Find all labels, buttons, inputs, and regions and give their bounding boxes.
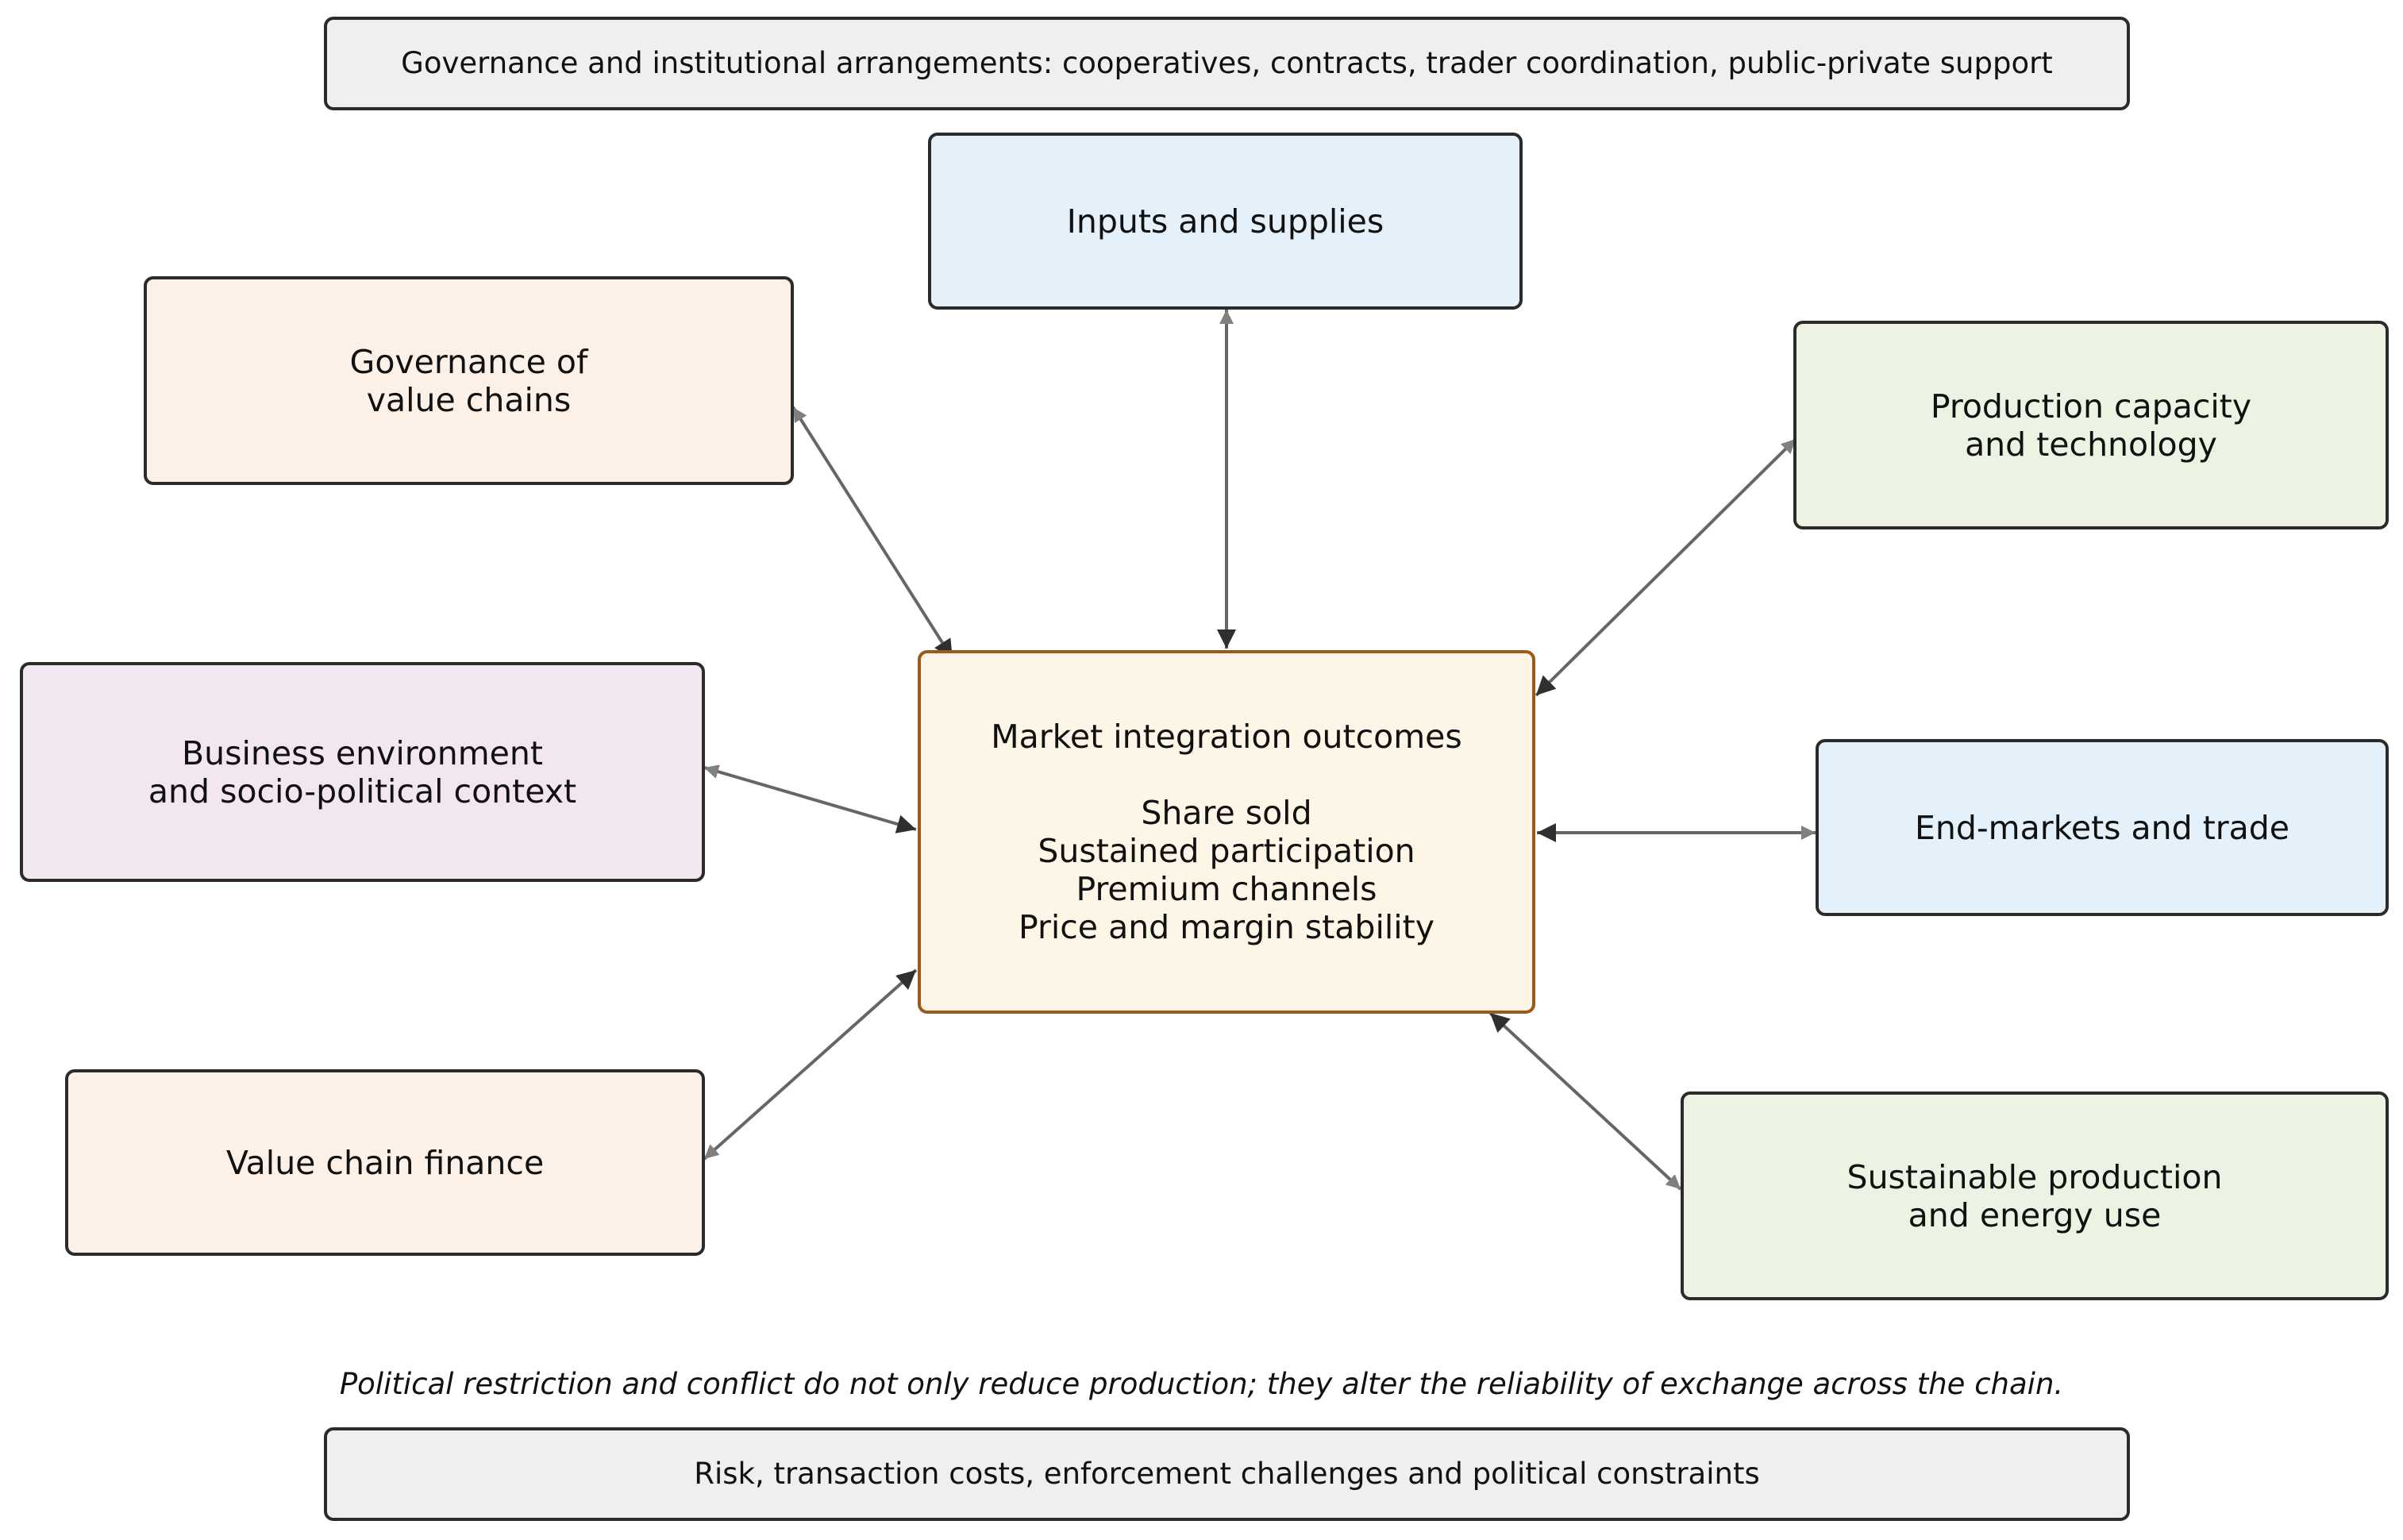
arrow-sustainable-center (1488, 1011, 1682, 1191)
governance-arrangements-banner: Governance and institutional arrangement… (324, 17, 2130, 110)
political-restriction-note: Political restriction and conflict do no… (339, 1367, 2064, 1401)
outcome-price-margin-stability: Price and margin stability (1019, 908, 1434, 946)
risk-constraints-banner: Risk, transaction costs, enforcement cha… (324, 1427, 2130, 1521)
risk-constraints-banner-text: Risk, transaction costs, enforcement cha… (694, 1457, 1760, 1491)
node-business-label: Business environment and socio-political… (148, 733, 577, 810)
market-integration-outcomes-box: Market integration outcomes Share sold S… (918, 650, 1535, 1014)
node-production-capacity: Production capacity and technology (1793, 321, 2389, 529)
node-sustainable-production: Sustainable production and energy use (1681, 1091, 2389, 1300)
node-end-markets-and-trade: End-markets and trade (1816, 739, 2389, 916)
arrow-business-center (703, 764, 917, 834)
outcome-share-sold: Share sold (1141, 794, 1312, 832)
node-governance-label: Governance of value chains (349, 342, 588, 419)
node-inputs-label: Inputs and supplies (1066, 202, 1384, 241)
outcome-premium-channels: Premium channels (1076, 870, 1377, 908)
node-endmarkets-label: End-markets and trade (1914, 808, 2290, 847)
node-finance-label: Value chain finance (225, 1143, 545, 1182)
governance-arrangements-banner-text: Governance and institutional arrangement… (401, 46, 2053, 80)
outcome-sustained-participation: Sustained participation (1038, 832, 1415, 870)
node-business-environment: Business environment and socio-political… (20, 662, 705, 882)
arrow-governance-center (791, 406, 954, 660)
node-inputs-and-supplies: Inputs and supplies (928, 133, 1523, 310)
arrow-production-center (1535, 437, 1797, 697)
node-governance-of-value-chains: Governance of value chains (144, 276, 794, 485)
node-production-label: Production capacity and technology (1930, 387, 2252, 464)
node-value-chain-finance: Value chain finance (65, 1069, 705, 1256)
node-sustainable-label: Sustainable production and energy use (1847, 1157, 2223, 1234)
outcomes-title: Market integration outcomes (991, 718, 1462, 756)
arrow-finance-center (703, 968, 918, 1161)
